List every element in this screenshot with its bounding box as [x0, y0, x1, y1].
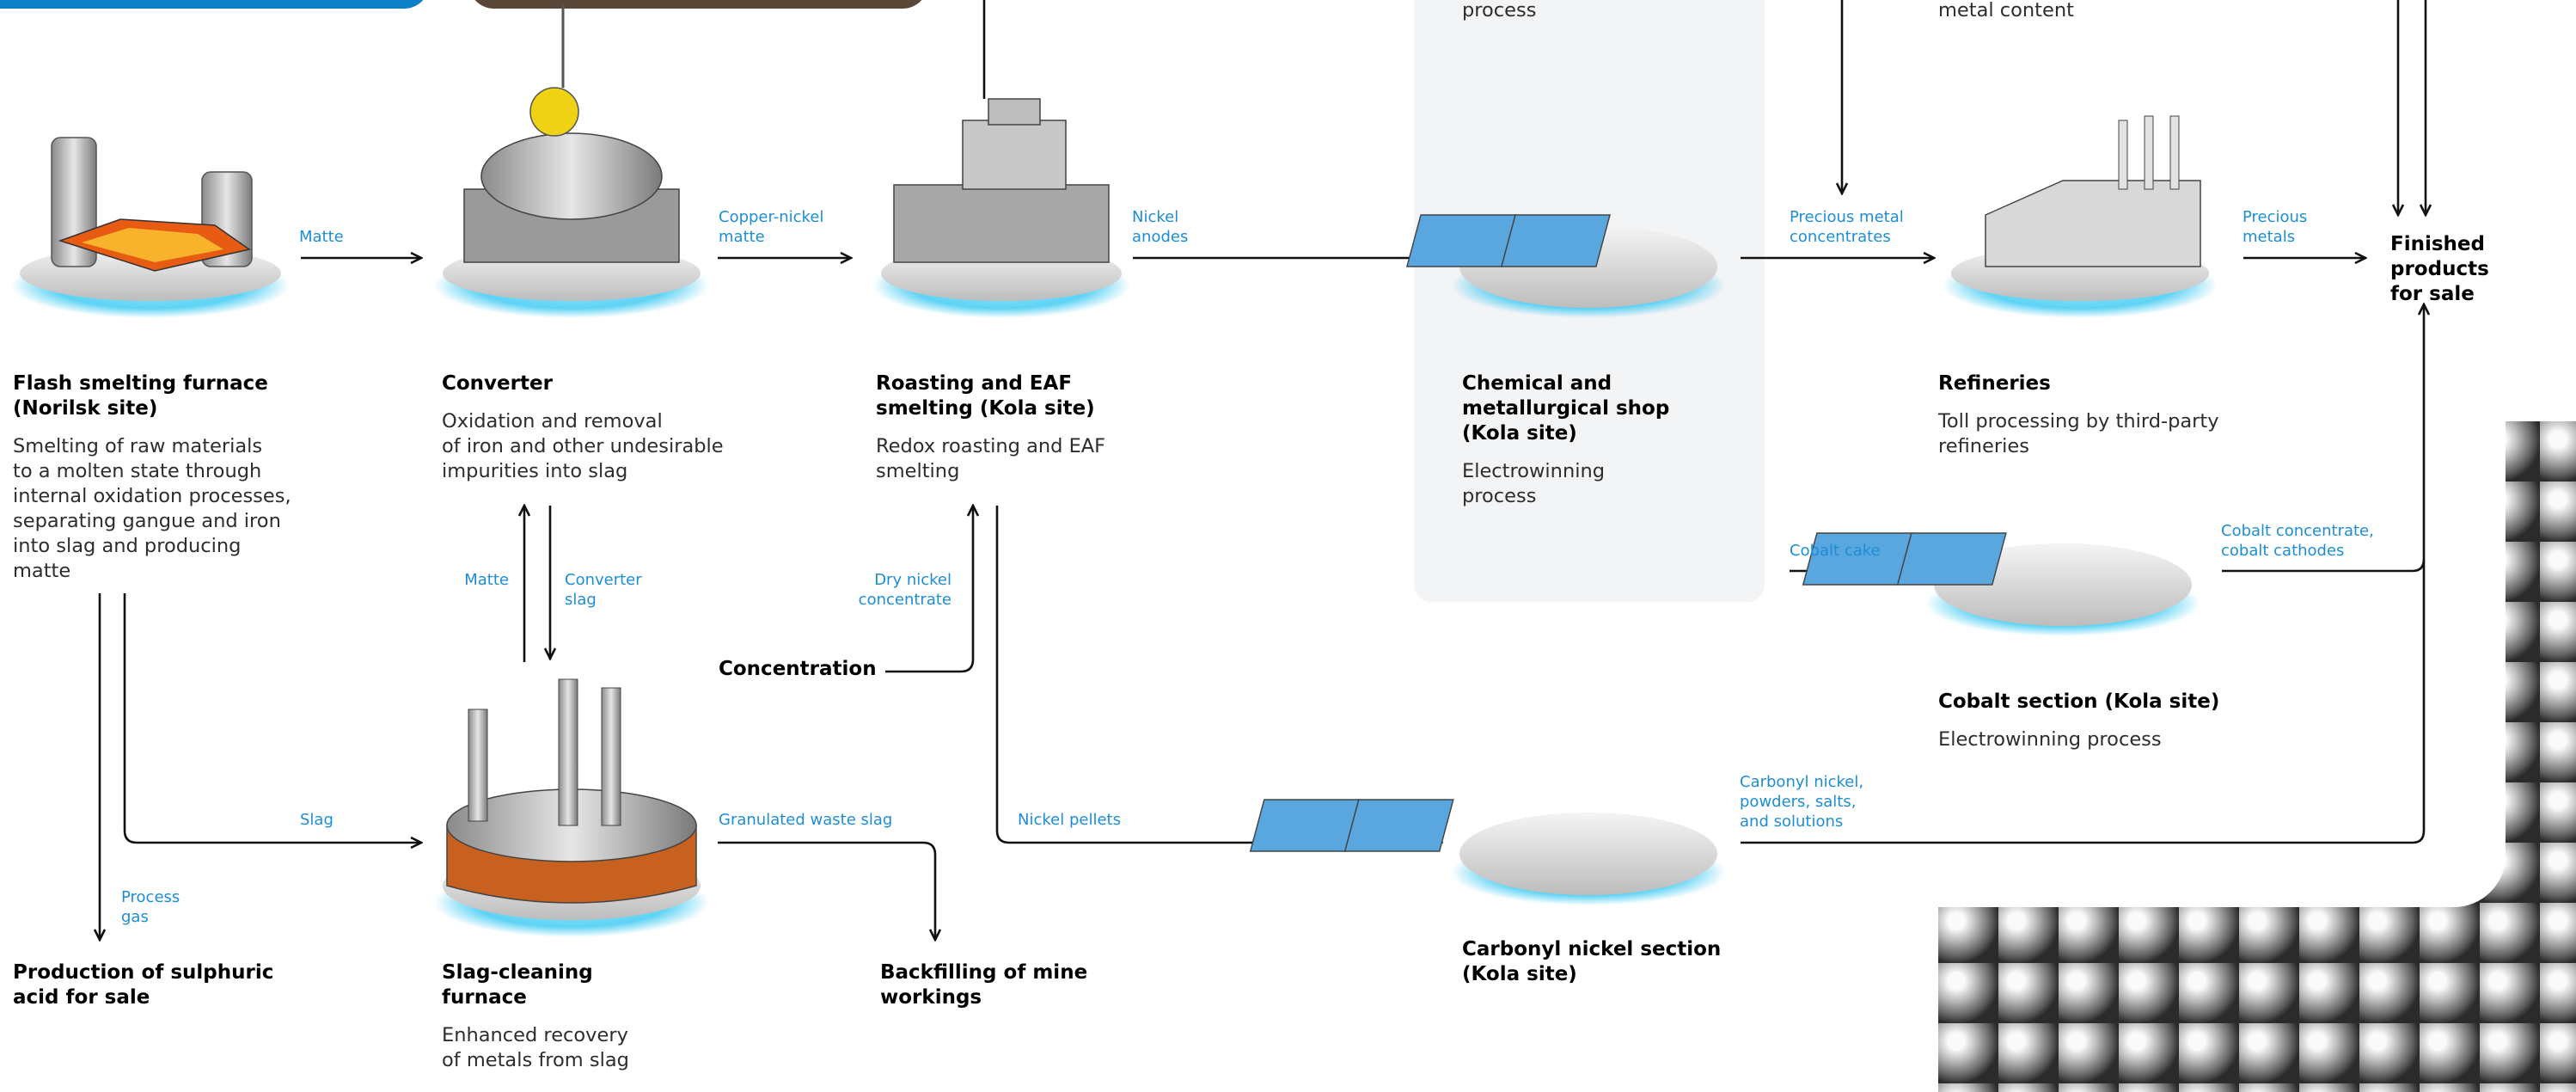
photo-mask	[1938, 421, 2506, 907]
flow-label-dry-nickel-concentrate: Dry nickel concentrate	[858, 571, 951, 609]
sulphuric-acid-title: Production of sulphuric acid for sale	[13, 961, 274, 1009]
flow-label-slag: Slag	[300, 811, 333, 829]
cobalt-tanks-icon	[1802, 532, 2200, 636]
flash-furnace-title: Flash smelting furnace (Norilsk site)	[13, 372, 268, 420]
flow-label-nickel-anodes: Nickel anodes	[1132, 208, 1189, 246]
slag-cleaning-title: Slag-cleaning furnace	[442, 961, 593, 1009]
converter-desc: Oxidation and removal of iron and other …	[442, 410, 724, 482]
header-photo	[468, 0, 928, 9]
arrow-carbonyl-to-finished	[1741, 559, 2426, 844]
flow-label-precious-metal-concentrates: Precious metal concentrates	[1790, 208, 1904, 246]
carbonyl-tanks-icon	[1249, 799, 1726, 905]
chemical-shop-title: Chemical and metallurgical shop (Kola si…	[1462, 372, 1670, 445]
flow-label-process-gas: Process gas	[121, 888, 181, 926]
clipped-panel-text: process	[1462, 0, 1537, 21]
flow-label-cobalt-concentrate: Cobalt concentrate, cobalt cathodes	[2221, 522, 2374, 560]
electrowinning-tanks-icon	[1405, 214, 1726, 318]
cobalt-section-desc: Electrowinning process	[1938, 728, 2162, 751]
arrow-roasting-to-carbonyl	[995, 506, 1441, 843]
flow-label-nickel-pellets: Nickel pellets	[1018, 811, 1121, 829]
factory-icon	[1943, 115, 2218, 318]
carbonyl-section-title: Carbonyl nickel section (Kola site)	[1462, 938, 1722, 985]
arrow-furnace-slag	[123, 593, 421, 843]
clipped-refineries-text: metal content	[1938, 0, 2074, 21]
flow-label-cobalt-cake: Cobalt cake	[1790, 542, 1881, 560]
converter-title: Converter	[442, 372, 553, 395]
arrow-waste-slag	[718, 841, 935, 940]
header-banner	[0, 0, 430, 9]
roasting-title: Roasting and EAF smelting (Kola site)	[876, 372, 1095, 420]
concentration-title: Concentration	[719, 658, 877, 680]
slag-furnace-icon	[434, 678, 709, 937]
arrow-concentration-to-roasting	[885, 506, 973, 673]
flow-label-copper-nickel-matte: Copper-nickel matte	[719, 208, 824, 246]
refineries-title: Refineries	[1938, 372, 2051, 395]
chemical-shop-desc: Electrowinning process	[1462, 460, 1605, 507]
refineries-desc: Toll processing by third-party refinerie…	[1938, 410, 2219, 457]
flow-label-granulated-waste-slag: Granulated waste slag	[719, 811, 893, 829]
flow-label-carbonyl-nickel: Carbonyl nickel, powders, salts, and sol…	[1740, 773, 1864, 831]
flow-label-precious-metals: Precious metals	[2243, 208, 2308, 246]
converter-icon	[434, 4, 709, 318]
flow-label-matte: Matte	[299, 228, 344, 246]
furnace-icon	[11, 137, 290, 318]
slag-cleaning-desc: Enhanced recovery of metals from slag	[442, 1024, 629, 1071]
finished-products-title: Finished products for sale	[2390, 233, 2489, 305]
flash-furnace-desc: Smelting of raw materials to a molten st…	[13, 435, 291, 582]
backfilling-title: Backfilling of mine workings	[880, 961, 1088, 1009]
cobalt-section-title: Cobalt section (Kola site)	[1938, 690, 2220, 713]
roasting-desc: Redox roasting and EAF smelting	[876, 435, 1106, 482]
flow-label-matte-up: Matte	[464, 571, 509, 589]
flow-label-converter-slag: Converter slag	[565, 571, 642, 609]
roasting-plant-icon	[872, 98, 1130, 318]
